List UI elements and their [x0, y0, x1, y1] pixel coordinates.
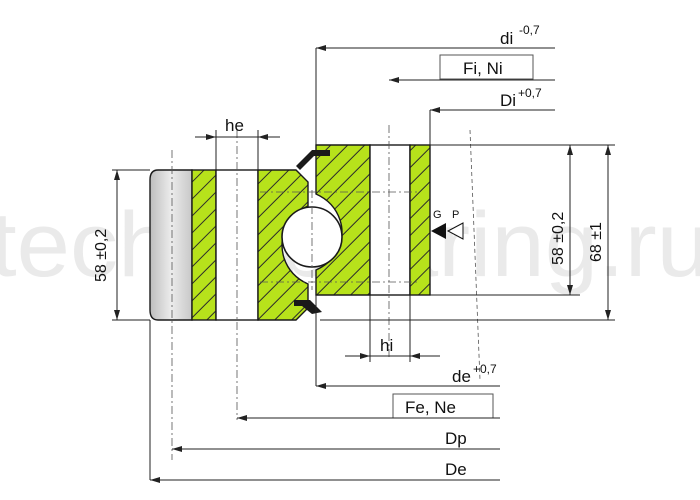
- dim-he: [195, 130, 280, 170]
- inner-ring: [315, 144, 431, 296]
- label-De: De: [445, 460, 467, 479]
- label-p: P: [452, 209, 459, 221]
- p-marker-icon: [446, 222, 464, 240]
- outer-ring-hatched-left: [191, 169, 217, 321]
- dim-de: [315, 295, 500, 389]
- dim-height-right-outer: [320, 144, 615, 321]
- arrow-fi-ni: [389, 77, 399, 83]
- label-height-right-outer: 68 ±1: [588, 222, 605, 262]
- centerlines: [171, 125, 481, 460]
- inner-ring-bolt-hole: [369, 144, 411, 296]
- label-fe-ne: Fe, Ne: [405, 398, 456, 417]
- label-di-tol: -0,7: [519, 23, 540, 37]
- label-Di-tol: +0,7: [518, 86, 542, 100]
- label-g: G: [433, 209, 442, 221]
- dim-De: [149, 320, 500, 483]
- g-marker-icon: [431, 223, 446, 239]
- label-he: he: [225, 116, 244, 135]
- arrow-fe-ne: [237, 415, 247, 421]
- dim-Dp: [172, 446, 500, 452]
- label-height-right-inner: 58 ±0,2: [550, 212, 567, 265]
- dim-di: [315, 45, 555, 145]
- dim-hi: [345, 295, 440, 362]
- label-hi: hi: [380, 336, 393, 355]
- dim-height-left: [112, 169, 150, 321]
- seal-top: [296, 150, 330, 170]
- box-fi-ni: [439, 54, 534, 80]
- label-de-tol: +0,7: [473, 362, 497, 376]
- label-height-left: 58 ±0,2: [93, 229, 110, 282]
- outer-ring-grey-section: [149, 169, 193, 321]
- label-Dp: Dp: [445, 429, 467, 448]
- label-Di: Di: [500, 91, 516, 110]
- box-fe-ne: [392, 393, 494, 419]
- label-fi-ni: Fi, Ni: [463, 59, 503, 78]
- dim-Di: [429, 107, 555, 145]
- seal-bottom: [294, 300, 322, 314]
- label-de: de: [452, 367, 471, 386]
- inner-ring-hatched-right: [409, 144, 431, 296]
- label-di: di: [500, 29, 513, 48]
